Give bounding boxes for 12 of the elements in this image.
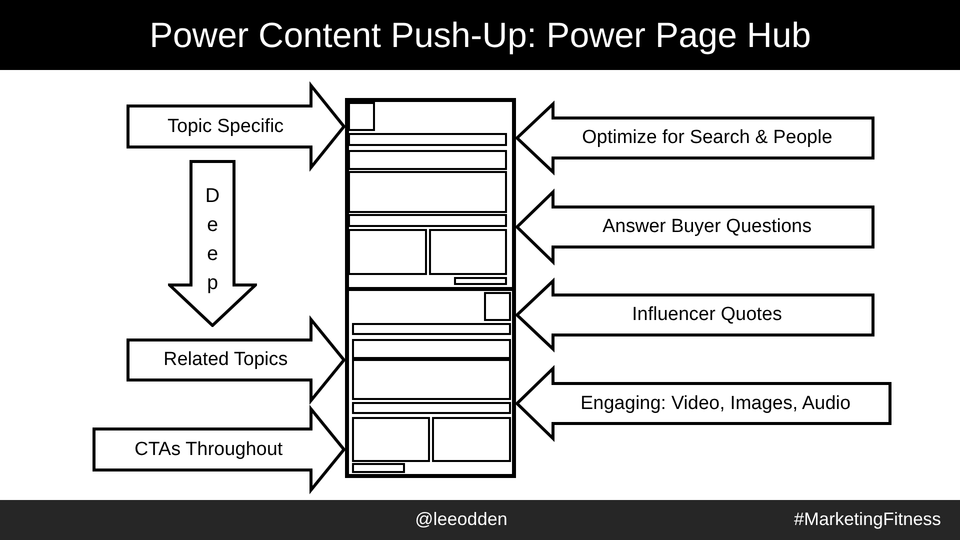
- edge-label: Influencer Quotes: [632, 304, 782, 326]
- footer-text: #MarketingFitness: [794, 509, 942, 530]
- edge-label: Topic Specific: [168, 116, 284, 138]
- edge-label: CTAs Throughout: [134, 438, 283, 460]
- edge-label: Optimize for Search & People: [582, 127, 832, 149]
- edge-label: Engaging: Video, Images, Audio: [580, 392, 851, 414]
- vertical-arrow-label: Deep: [204, 184, 221, 296]
- edge-label: Related Topics: [164, 349, 288, 371]
- footer-text: @leeodden: [415, 509, 508, 530]
- edge-label: Answer Buyer Questions: [602, 216, 812, 238]
- slide-title: Power Content Push-Up: Power Page Hub: [150, 16, 811, 56]
- down-block-arrow: [168, 160, 257, 327]
